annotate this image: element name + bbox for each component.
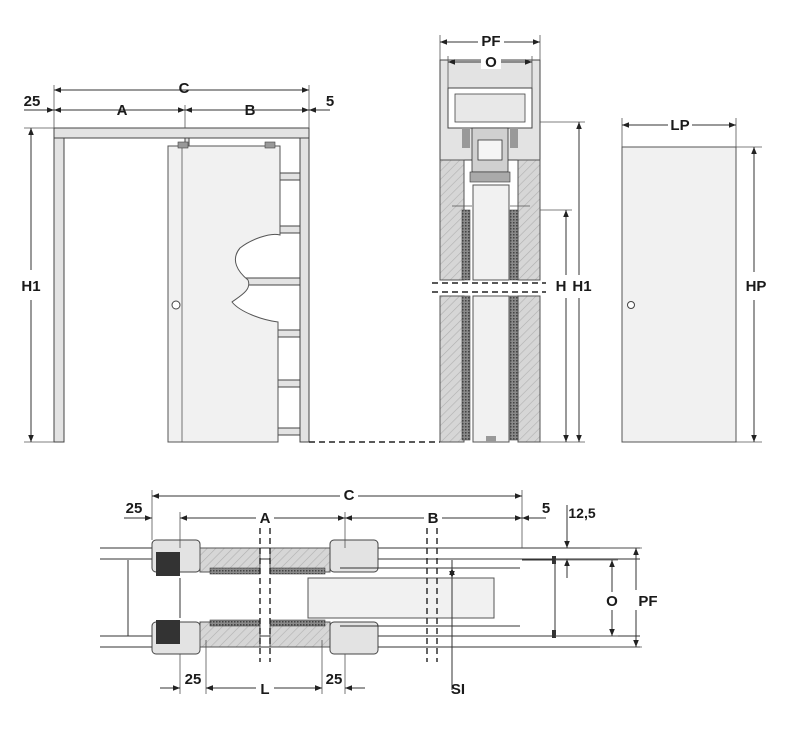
dim-front-b: B: [245, 102, 256, 119]
dim-section-pf: PF: [481, 33, 500, 50]
cassette-post-right: [299, 137, 310, 443]
dim-front-h1: H1: [21, 278, 40, 295]
door-leaf: [621, 146, 737, 443]
dim-plan-c: C: [344, 487, 355, 504]
dim-plan-pf: PF: [638, 593, 657, 610]
dim-plan-5: 5: [542, 500, 550, 517]
door-leaf-view: LP HP: [621, 116, 767, 443]
dim-plan-a: A: [260, 510, 271, 527]
dim-front-a: A: [117, 102, 128, 119]
door-section: [472, 184, 510, 281]
dim-front-25: 25: [24, 93, 41, 110]
dim-front-c: C: [179, 80, 190, 97]
dim-plan-12-5: 12,5: [568, 505, 595, 521]
plan-door: [307, 577, 495, 619]
vertical-section: PF O H H1: [432, 32, 592, 443]
door-leaf-handle-icon: [627, 301, 635, 309]
dim-plan-si: SI: [451, 681, 465, 698]
dim-plan-25-top: 25: [126, 500, 143, 517]
top-rail: [53, 127, 310, 139]
dim-plan-25-right: 25: [326, 671, 343, 688]
dim-section-o: O: [485, 54, 497, 71]
dim-front-5: 5: [326, 93, 334, 110]
dim-door-lp: LP: [670, 117, 689, 134]
door-leaf-cutaway: [167, 145, 281, 443]
dim-section-h1: H1: [572, 278, 591, 295]
plan-view: C A B 25 5 12,5 O PF: [100, 486, 658, 698]
dim-plan-l: L: [260, 681, 269, 698]
front-elevation: C A B 25 5 H1: [21, 80, 440, 443]
left-jamb: [53, 137, 65, 443]
dim-plan-b: B: [428, 510, 439, 527]
dim-plan-o: O: [606, 593, 618, 610]
dim-plan-25-left: 25: [185, 671, 202, 688]
dim-door-hp: HP: [746, 278, 767, 295]
dim-section-h: H: [556, 278, 567, 295]
door-handle-icon: [171, 300, 181, 310]
